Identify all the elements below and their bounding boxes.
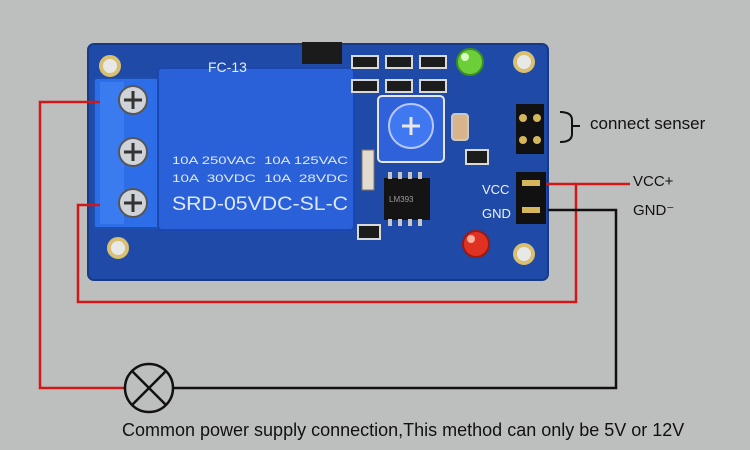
pin-gnd-label: GND bbox=[482, 206, 511, 221]
relay-rating-line2: 10A 30VDC 10A 28VDC bbox=[172, 173, 348, 185]
transistor bbox=[302, 42, 342, 64]
ic-label: LM393 bbox=[389, 195, 414, 204]
relay-model: SRD-05VDC-SL-C bbox=[172, 194, 348, 215]
silk-top-label: FC-13 bbox=[208, 59, 247, 75]
sensor-bracket bbox=[559, 111, 580, 143]
relay bbox=[157, 67, 355, 231]
red-led bbox=[462, 230, 490, 258]
screw-terminal-icon bbox=[118, 85, 148, 218]
lamp-icon bbox=[123, 362, 175, 414]
caption: Common power supply connection,This meth… bbox=[122, 420, 685, 440]
relay-rating-line1: 10A 250VAC 10A 125VAC bbox=[172, 155, 348, 167]
connect-sensor-label: connect senser bbox=[590, 114, 706, 133]
capacitor bbox=[451, 113, 469, 141]
potentiometer bbox=[377, 95, 445, 163]
green-led bbox=[456, 48, 484, 76]
lm393-ic: LM393 bbox=[384, 172, 430, 226]
pin-vcc-label: VCC bbox=[482, 182, 509, 197]
mounting-holes bbox=[99, 51, 535, 265]
red-wires bbox=[38, 100, 630, 390]
smd-resistors bbox=[351, 55, 489, 240]
vcc-plus-label: VCC+ bbox=[633, 173, 674, 190]
power-pin-header bbox=[516, 172, 546, 224]
gnd-minus-label: GND⁻ bbox=[633, 202, 675, 219]
diode bbox=[361, 149, 375, 191]
sensor-pin-header bbox=[516, 104, 544, 154]
black-wires bbox=[172, 208, 618, 390]
